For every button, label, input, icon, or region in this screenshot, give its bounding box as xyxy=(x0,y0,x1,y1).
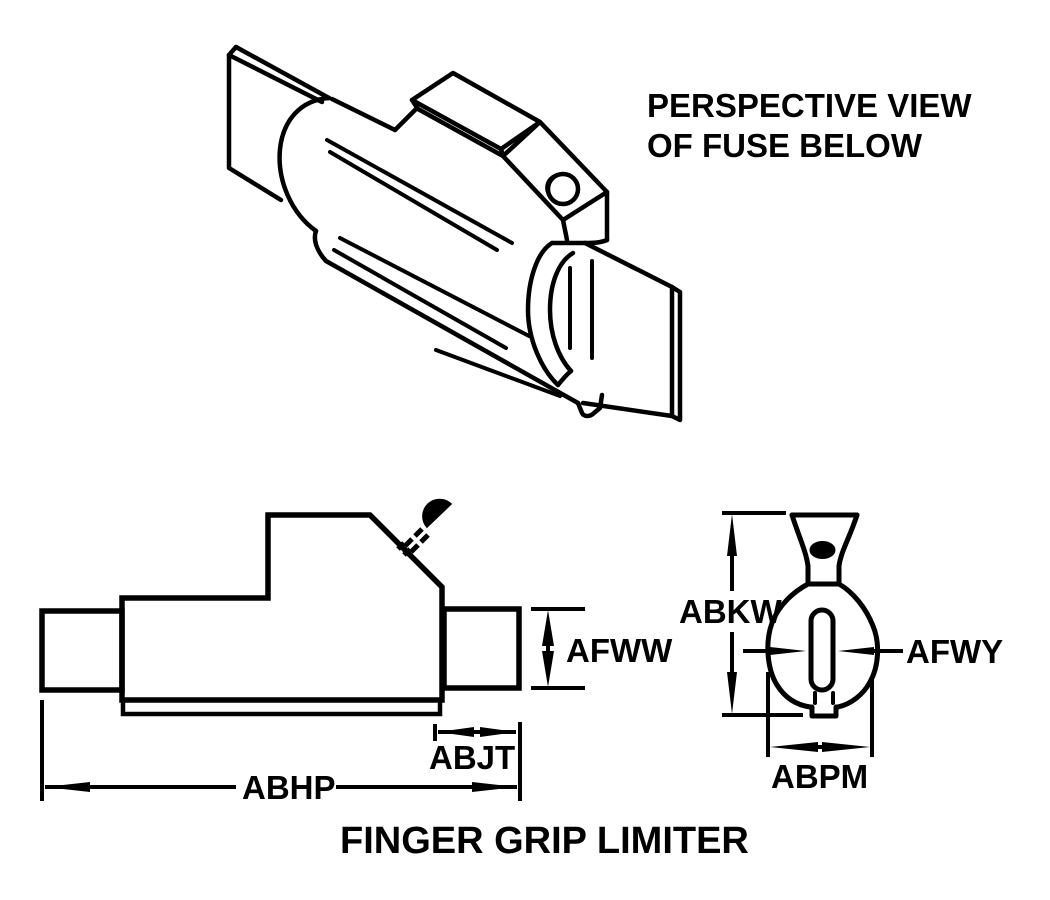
side-bottom-strip xyxy=(120,697,443,717)
dim-label-abkw: ABKW xyxy=(679,593,782,630)
side-view-drawing xyxy=(39,498,522,717)
perspective-end-cap-outer xyxy=(525,240,561,388)
end-bottom-tab xyxy=(807,704,841,719)
end-view-drawing xyxy=(765,512,880,719)
dim-label-afwy: AFWY xyxy=(906,633,1003,670)
perspective-note-line2: OF FUSE BELOW xyxy=(647,127,923,164)
diagram-title: FINGER GRIP LIMITER xyxy=(340,820,749,862)
end-center-slot xyxy=(808,607,836,693)
perspective-right-blade xyxy=(580,240,683,423)
side-screw-shank-dashes xyxy=(396,527,430,557)
dim-label-abjt: ABJT xyxy=(429,739,515,776)
side-left-blade xyxy=(39,608,125,693)
dim-label-abpm: ABPM xyxy=(771,758,868,795)
perspective-bottom-foot xyxy=(575,392,605,419)
perspective-view-drawing xyxy=(226,44,683,423)
dim-label-abhp: ABHP xyxy=(242,769,336,806)
side-body-outline xyxy=(119,512,445,703)
perspective-end-cap-inner xyxy=(547,250,576,374)
side-right-blade xyxy=(441,606,522,691)
end-funnel-dot xyxy=(809,541,836,559)
end-body-outline xyxy=(765,581,813,710)
dim-label-afww: AFWW xyxy=(566,632,673,669)
perspective-left-blade xyxy=(226,44,284,203)
perspective-body-outline xyxy=(277,95,332,234)
side-screw-head xyxy=(422,498,453,529)
end-view-dimensions xyxy=(722,511,903,757)
side-view-dimensions xyxy=(40,607,585,801)
perspective-note-line1: PERSPECTIVE VIEW xyxy=(647,87,972,124)
